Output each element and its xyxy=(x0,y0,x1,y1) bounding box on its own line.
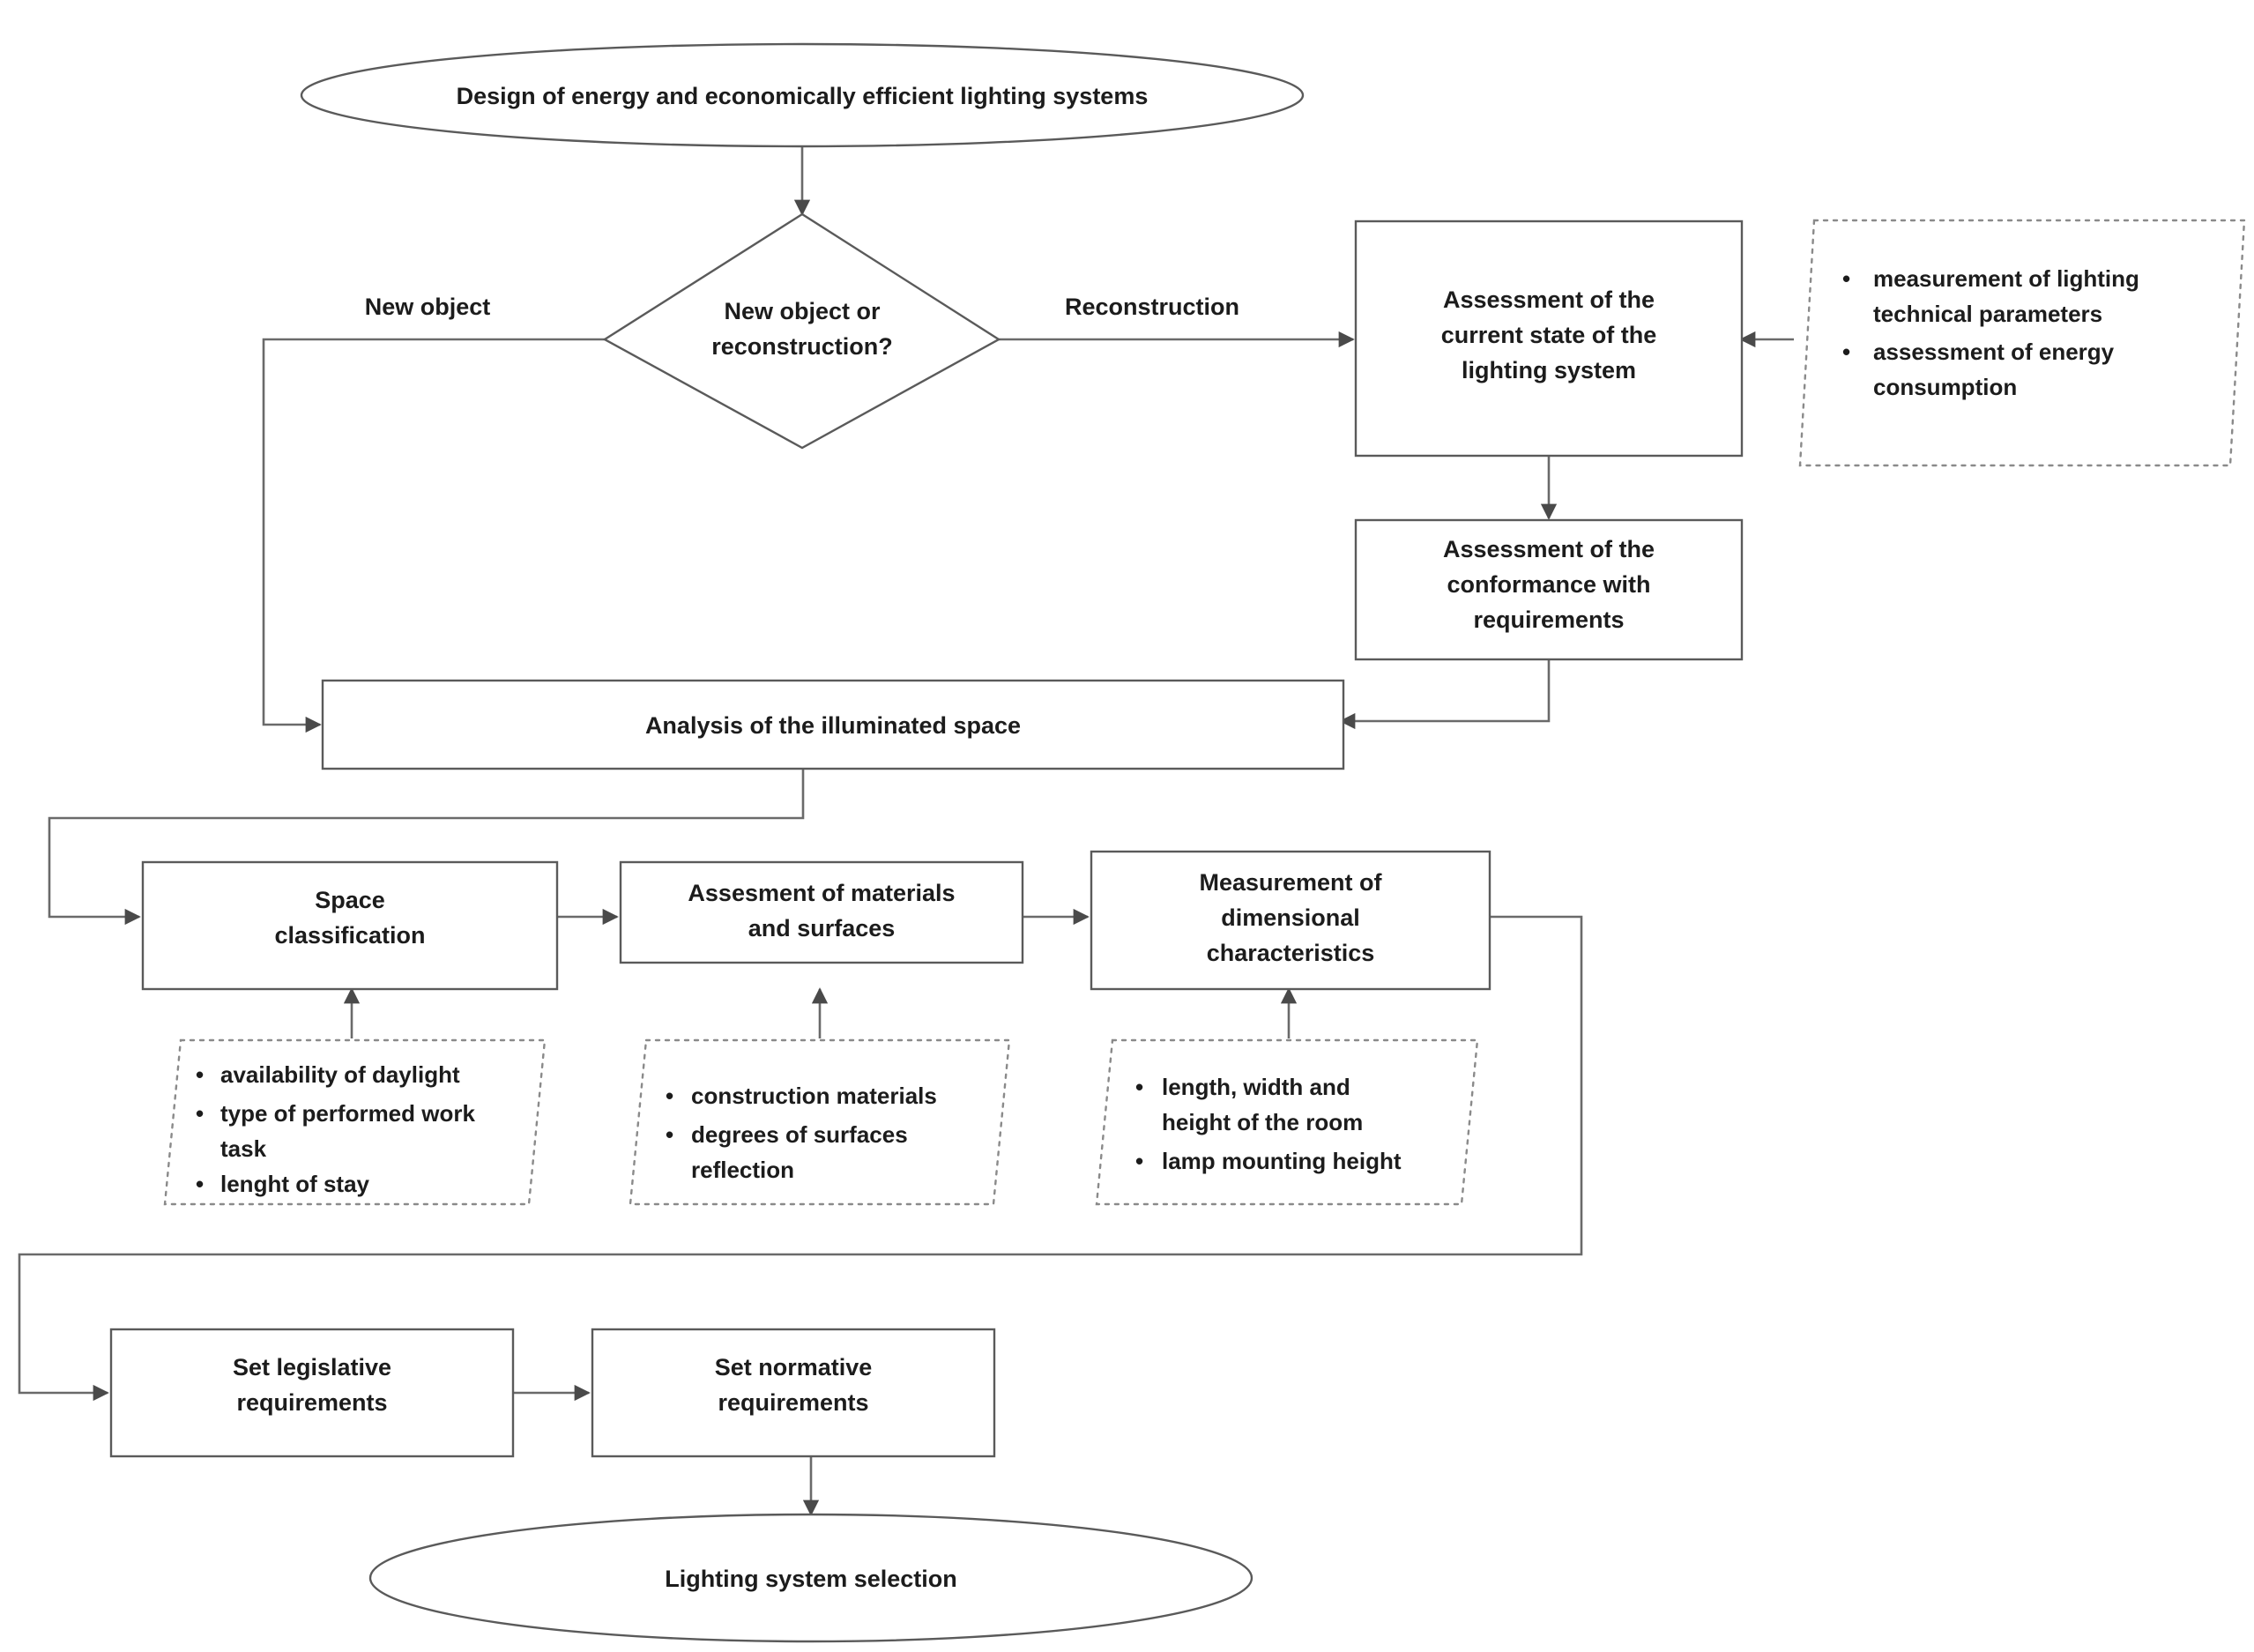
annotation-space-bullet-0-glyph: • xyxy=(196,1061,204,1088)
analysis-illuminated-space-label: Analysis of the illuminated space xyxy=(645,712,1021,739)
node-measurement-dimensional[interactable]: Measurement of dimensional characteristi… xyxy=(1090,850,1492,991)
annotation-dimensional-shape xyxy=(1095,1038,1479,1206)
decision-diamond-shape xyxy=(602,212,1001,450)
assesment-materials-line1: Assesment of materials xyxy=(688,880,955,906)
annotation-dimensional-bullet-0-line-1: height of the room xyxy=(1162,1109,1363,1135)
set-legislative-line1: Set legislative xyxy=(233,1354,391,1380)
set-normative-requirements-shape xyxy=(591,1328,996,1458)
node-end[interactable]: Lighting system selection xyxy=(368,1513,1253,1643)
annotation-current-state-bullet-1-line-1: consumption xyxy=(1873,374,2017,400)
assessment-conformance-shape xyxy=(1354,518,1744,661)
node-decision[interactable]: New object or reconstruction? xyxy=(602,212,1001,450)
assesment-materials-surfaces-shape xyxy=(619,860,1024,964)
connector-conformance-to-analysis xyxy=(1339,659,1551,730)
edge-label-reconstruction: Reconstruction xyxy=(1065,294,1239,320)
start-label: Design of energy and economically effici… xyxy=(457,83,1149,109)
measurement-dimensional-line1: Measurement of xyxy=(1199,869,1382,896)
node-space-classification[interactable]: Space classification xyxy=(141,860,559,991)
annotation-materials-surfaces-shape xyxy=(629,1038,1011,1206)
set-normative-line2: requirements xyxy=(718,1389,868,1416)
connector-measurement-to-legislative xyxy=(18,915,1583,1402)
measurement-dimensional-line3: characteristics xyxy=(1207,940,1375,966)
annotation-current-state-shape xyxy=(1798,219,2246,467)
connector-analysis-to-space-classification xyxy=(48,769,805,926)
assessment-conformance-line2: conformance with xyxy=(1447,571,1650,598)
assessment-conformance-line3: requirements xyxy=(1473,606,1624,633)
node-assessment-current-state[interactable]: Assessment of the current state of the l… xyxy=(1354,220,1744,458)
annotation-materials-bullet-0-glyph: • xyxy=(666,1083,673,1109)
annotation-materials-bullet-0-line-0: construction materials xyxy=(691,1083,937,1109)
annotation-materials-surfaces[interactable]: • construction materials • degrees of su… xyxy=(629,1038,1011,1206)
annotation-current-state-bullet-0-line-1: technical parameters xyxy=(1873,301,2102,327)
node-analysis-illuminated-space[interactable]: Analysis of the illuminated space xyxy=(321,679,1345,770)
annotation-space-classification-shape xyxy=(163,1038,547,1206)
annotation-space-bullet-0-line-0: availability of daylight xyxy=(220,1061,460,1088)
annotation-dimensional-bullet-0-line-0: length, width and xyxy=(1162,1074,1350,1100)
annotation-current-state-bullet-0-line-0: measurement of lighting xyxy=(1873,265,2139,292)
assessment-current-state-shape xyxy=(1354,220,1744,458)
end-label: Lighting system selection xyxy=(665,1566,957,1592)
node-start[interactable]: Design of energy and economically effici… xyxy=(300,42,1305,148)
node-assesment-materials-surfaces[interactable]: Assesment of materials and surfaces xyxy=(619,860,1024,964)
annotation-current-state-bullet-1-line-0: assessment of energy xyxy=(1873,339,2115,365)
set-normative-line1: Set normative xyxy=(715,1354,873,1380)
annotation-materials-bullet-1-glyph: • xyxy=(666,1121,673,1148)
connector-newobject-to-analysis xyxy=(262,338,605,733)
annotation-current-state[interactable]: • measurement of lighting technical para… xyxy=(1798,219,2246,467)
annotation-dimensional[interactable]: • length, width and height of the room •… xyxy=(1095,1038,1479,1206)
measurement-dimensional-shape xyxy=(1090,850,1492,991)
annotation-materials-bullet-1-line-0: degrees of surfaces xyxy=(691,1121,908,1148)
set-legislative-line2: requirements xyxy=(236,1389,387,1416)
node-set-legislative-requirements[interactable]: Set legislative requirements xyxy=(109,1328,515,1458)
decision-label-line1: New object or xyxy=(724,298,881,324)
annotation-materials-bullet-1-line-1: reflection xyxy=(691,1157,794,1183)
space-classification-line1: Space xyxy=(315,887,385,913)
space-classification-shape xyxy=(141,860,559,991)
annotation-space-bullet-1-glyph: • xyxy=(196,1100,204,1127)
assessment-conformance-line1: Assessment of the xyxy=(1443,536,1655,562)
end-ellipse-shape xyxy=(368,1513,1253,1643)
assessment-current-state-line1: Assessment of the xyxy=(1443,286,1655,313)
start-ellipse-shape xyxy=(300,42,1305,148)
connector-layer xyxy=(18,145,1794,1516)
annotation-current-state-bullet-0-glyph: • xyxy=(1842,265,1850,292)
annotation-space-bullet-2-glyph: • xyxy=(196,1171,204,1197)
node-assessment-conformance[interactable]: Assessment of the conformance with requi… xyxy=(1354,518,1744,661)
analysis-illuminated-space-shape xyxy=(321,679,1345,770)
assessment-current-state-line2: current state of the xyxy=(1441,322,1657,348)
annotation-current-state-bullet-1-glyph: • xyxy=(1842,339,1850,365)
annotation-dimensional-bullet-1-glyph: • xyxy=(1135,1148,1143,1174)
assessment-current-state-line3: lighting system xyxy=(1462,357,1636,383)
assesment-materials-line2: and surfaces xyxy=(748,915,896,941)
annotation-space-classification[interactable]: • availability of daylight • type of per… xyxy=(163,1038,547,1206)
measurement-dimensional-line2: dimensional xyxy=(1221,904,1360,931)
edge-label-new-object: New object xyxy=(365,294,491,320)
decision-label-line2: reconstruction? xyxy=(711,333,893,360)
set-legislative-requirements-shape xyxy=(109,1328,515,1458)
space-classification-line2: classification xyxy=(274,922,425,949)
annotation-space-bullet-1-line-1: task xyxy=(220,1135,267,1162)
node-set-normative-requirements[interactable]: Set normative requirements xyxy=(591,1328,996,1458)
annotation-dimensional-bullet-1-line-0: lamp mounting height xyxy=(1162,1148,1402,1174)
annotation-dimensional-bullet-0-glyph: • xyxy=(1135,1074,1143,1100)
annotation-space-bullet-1-line-0: type of performed work xyxy=(220,1100,475,1127)
annotation-space-bullet-2-line-0: lenght of stay xyxy=(220,1171,370,1197)
